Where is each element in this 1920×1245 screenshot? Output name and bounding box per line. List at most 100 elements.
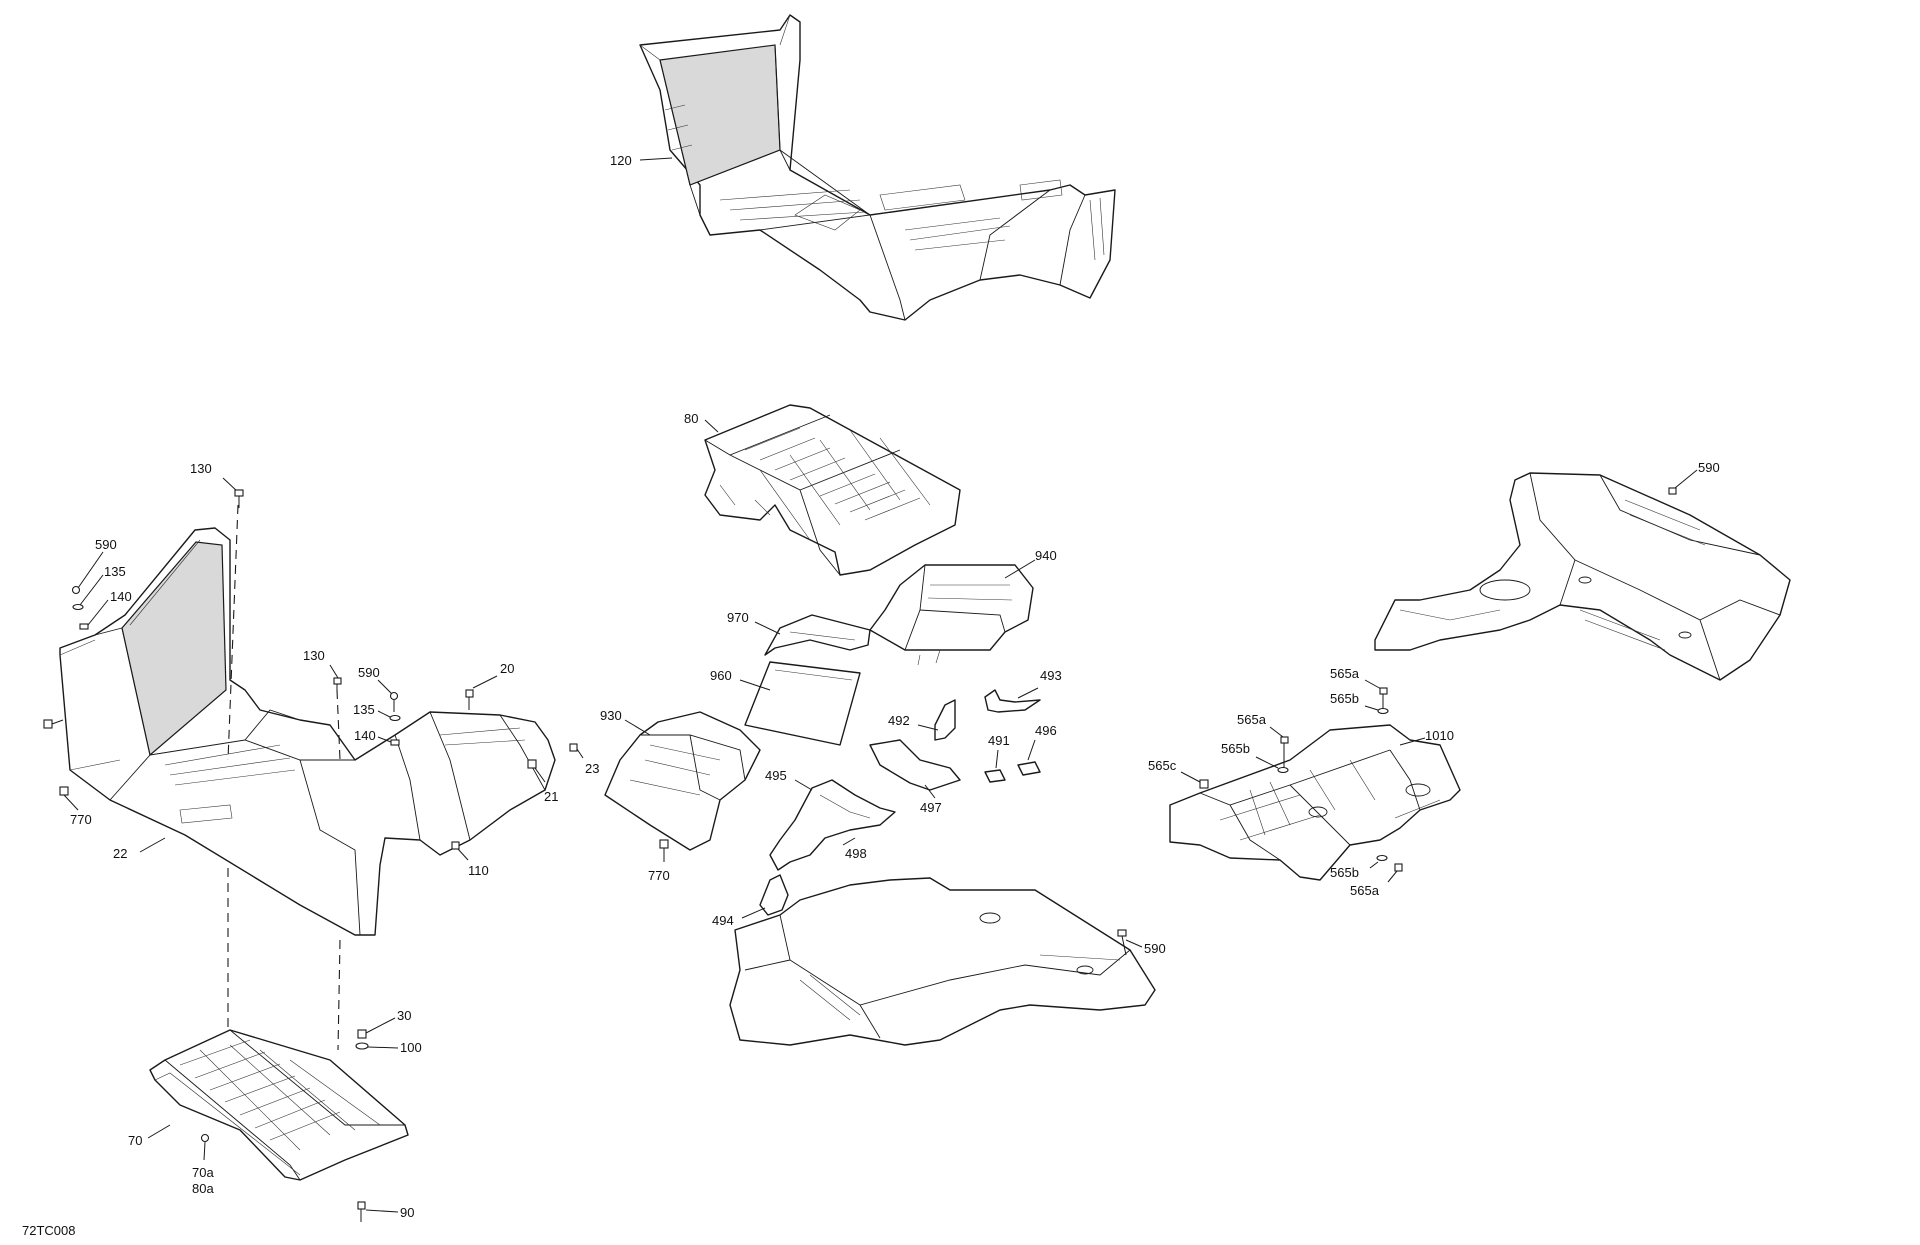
- part-70-footrest: [149, 1029, 409, 1181]
- callout-491-label: 491: [988, 733, 1010, 748]
- callout-565b-2-label: 565b: [1221, 741, 1250, 756]
- fastener-140-center: 140: [354, 728, 400, 746]
- fastener-22: 21: [527, 759, 558, 804]
- part-493: 493: [984, 668, 1062, 713]
- fastener-565a-bottom: 565a: [1350, 863, 1403, 898]
- alignment-lines-left: [227, 504, 341, 1051]
- callout-565b-1-label: 565b: [1330, 691, 1359, 706]
- callout-497-label: 497: [920, 800, 942, 815]
- fastener-565a-mid: 565a: [1237, 712, 1289, 768]
- fastener-770-left: 770: [59, 786, 92, 827]
- fastener-565a-top: 565a: [1330, 666, 1388, 708]
- callout-970: 970: [727, 610, 781, 635]
- fastener-side-left: [43, 719, 64, 729]
- part-495-498: 495 498: [765, 768, 896, 871]
- part-940-cover: [869, 564, 1034, 666]
- fastener-20: 20: [465, 661, 514, 710]
- callout-130b-label: 130: [303, 648, 325, 663]
- callout-590d-label: 590: [1698, 460, 1720, 475]
- callout-70a-label: 70a: [192, 1165, 214, 1180]
- fastener-21: 110: [451, 841, 489, 878]
- callout-494-label: 494: [712, 913, 734, 928]
- fastener-130-upper: 130: [190, 461, 244, 508]
- part-1010-bracket: [1169, 724, 1461, 881]
- callout-1010: 1010: [1399, 728, 1454, 746]
- fastener-590-lower: 590: [1117, 929, 1166, 956]
- part-960-panel: [744, 661, 861, 746]
- part-491: 491: [984, 733, 1010, 783]
- callout-770a-label: 770: [70, 812, 92, 827]
- callout-940: 940: [1004, 548, 1057, 579]
- callout-590a-label: 590: [95, 537, 117, 552]
- callout-135b-label: 135: [353, 702, 375, 717]
- callout-940-label: 940: [1035, 548, 1057, 563]
- fastener-565b-bottom: 565b: [1330, 854, 1388, 880]
- callout-22-label: 21: [544, 789, 558, 804]
- callout-140b-label: 140: [354, 728, 376, 743]
- fastener-135-left: 135: [72, 564, 126, 611]
- callout-23-label: 23: [585, 761, 599, 776]
- part-494: 494: [712, 874, 789, 928]
- callout-565b-3-label: 565b: [1330, 865, 1359, 880]
- part-496: 496: [1017, 723, 1057, 776]
- callout-493-label: 493: [1040, 668, 1062, 683]
- callout-770b-label: 770: [648, 868, 670, 883]
- fastener-130-center: 130: [303, 648, 342, 692]
- fastener-565b-top: 565b: [1330, 691, 1389, 715]
- figure-reference-code: 72TC008: [22, 1223, 75, 1238]
- callout-90-label: 90: [400, 1205, 414, 1220]
- callout-70-label: 70: [128, 1133, 142, 1148]
- fastener-23: 23: [569, 743, 599, 776]
- part-497: 497: [869, 739, 961, 815]
- fastener-135-center: 135: [353, 702, 401, 722]
- part-930-shroud: [604, 711, 761, 851]
- callout-130a-label: 130: [190, 461, 212, 476]
- callout-70: 70: [128, 1124, 171, 1148]
- fastener-590-center: 590: [358, 665, 399, 712]
- callout-960-label: 960: [710, 668, 732, 683]
- part-492: 492: [888, 699, 956, 741]
- fastener-565b-mid: 565b: [1221, 741, 1289, 774]
- fastener-770-center: 770: [648, 839, 670, 883]
- callout-590c-label: 590: [1144, 941, 1166, 956]
- callout-970-label: 970: [727, 610, 749, 625]
- callout-1010-label: 1010: [1425, 728, 1454, 743]
- callout-590b-label: 590: [358, 665, 380, 680]
- callout-565a-3-label: 565a: [1350, 883, 1380, 898]
- callout-495-label: 495: [765, 768, 787, 783]
- part-rear-fender: [1374, 472, 1791, 681]
- callout-565c-label: 565c: [1148, 758, 1177, 773]
- fastener-140-left: 140: [79, 589, 132, 630]
- fastener-590-right: 590: [1668, 460, 1720, 495]
- callout-960: 960: [710, 668, 771, 691]
- callout-135a-label: 135: [104, 564, 126, 579]
- callout-30-label: 30: [397, 1008, 411, 1023]
- callout-492-label: 492: [888, 713, 910, 728]
- fastener-30: 30: [357, 1008, 411, 1039]
- callout-565a-2-label: 565a: [1237, 712, 1267, 727]
- fastener-90: 90: [357, 1201, 414, 1222]
- part-lower-fender: [729, 877, 1156, 1046]
- fastener-100: 100: [355, 1040, 422, 1055]
- callout-930: 930: [600, 708, 651, 736]
- callout-496-label: 496: [1035, 723, 1057, 738]
- part-970-seal: [764, 614, 871, 656]
- callout-930-label: 930: [600, 708, 622, 723]
- callout-140a-label: 140: [110, 589, 132, 604]
- callout-110-label: 22: [113, 846, 127, 861]
- callout-21-label: 110: [468, 863, 489, 878]
- callout-565a-1-label: 565a: [1330, 666, 1360, 681]
- callout-110: 22: [113, 837, 166, 861]
- part-110-front-body: [59, 527, 556, 936]
- callout-80: 80: [684, 411, 719, 433]
- callout-80-label: 80: [684, 411, 698, 426]
- fastener-565c: 565c: [1148, 758, 1209, 789]
- callout-80a-label: 80a: [192, 1181, 214, 1196]
- fastener-590-left: 590: [71, 537, 117, 595]
- callout-100-label: 100: [400, 1040, 422, 1055]
- part-120-body-shell: [639, 14, 1116, 321]
- callout-120-label: 120: [610, 153, 632, 168]
- callout-120: 120: [610, 153, 673, 168]
- callout-498-label: 498: [845, 846, 867, 861]
